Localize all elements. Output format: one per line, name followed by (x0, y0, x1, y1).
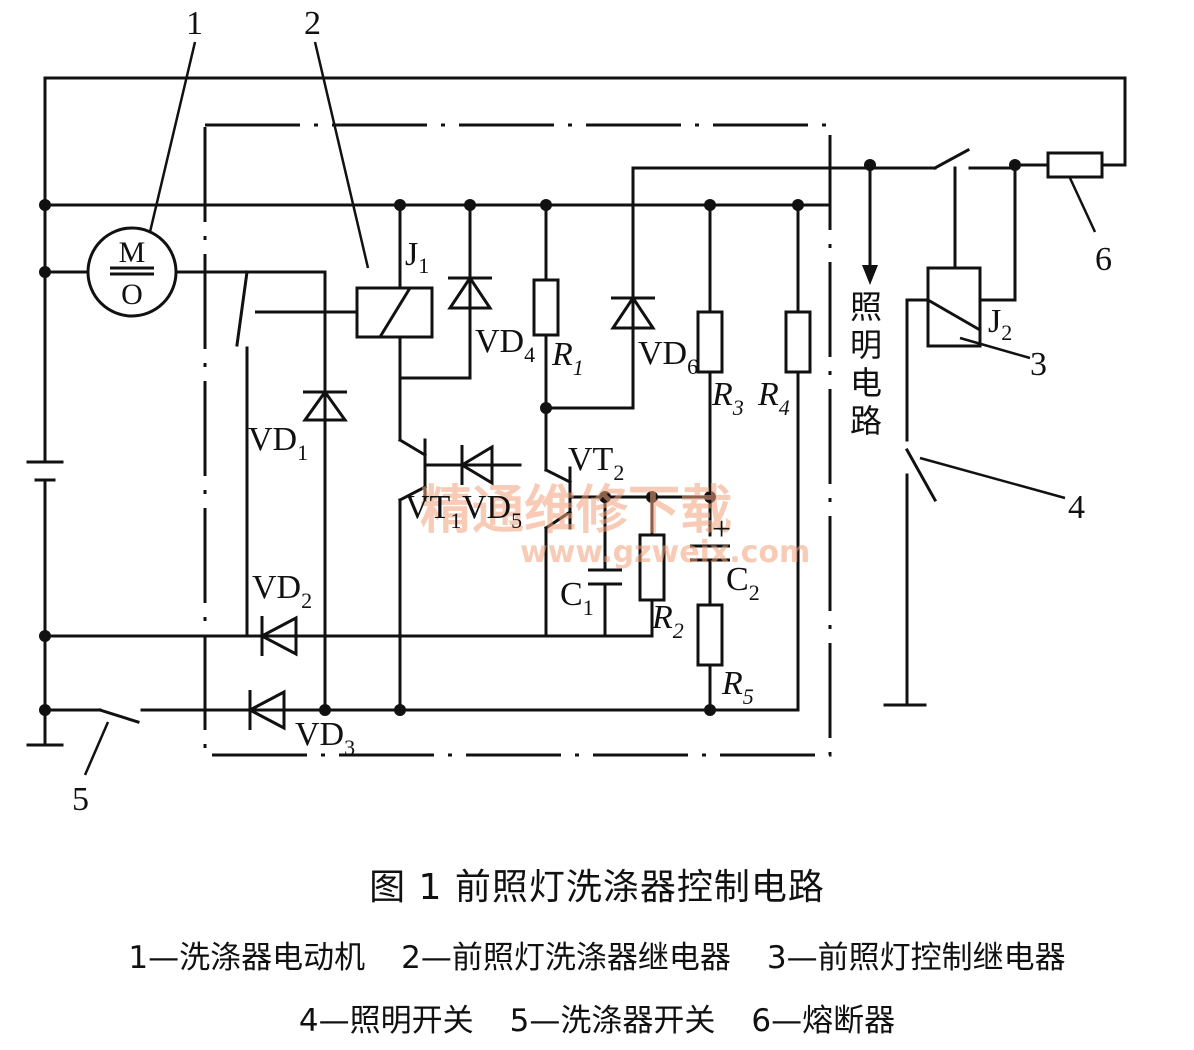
diode-vd4 (447, 275, 493, 310)
label-vd6: VD6 (638, 335, 698, 379)
legend-item-5: 5—洗涤器开关 (509, 1003, 716, 1039)
diode-vd1 (302, 389, 348, 422)
capacitors (588, 544, 730, 586)
diode-vd6 (610, 295, 656, 330)
callout-3: 3 (1030, 346, 1047, 383)
watermark-line1: 精通维修下载 (420, 481, 732, 541)
relay-box-outline (203, 123, 832, 757)
callout-2: 2 (304, 5, 321, 42)
label-lighting-char-4: 路 (850, 402, 882, 440)
legend-item-2: 2—前照灯洗涤器继电器 (401, 940, 731, 976)
junction-dots (39, 159, 1021, 716)
legend-item-4: 4—照明开关 (298, 1003, 474, 1039)
label-j1: J1 (405, 236, 429, 278)
callout-leaders (83, 41, 1097, 776)
label-lighting-char-2: 明 (850, 326, 882, 364)
callout-6: 6 (1095, 241, 1112, 278)
relay-coil-j2 (926, 266, 982, 348)
label-lighting-char-1: 照 (850, 288, 882, 326)
watermark: 精通维修下载 www.gzweix.com (420, 481, 810, 570)
label-lighting-char-3: 电 (850, 364, 882, 402)
label-vd3: VD3 (295, 716, 355, 760)
diode-vd2 (258, 615, 298, 657)
resistor-r2 (638, 533, 666, 602)
resistor-r5 (696, 603, 724, 667)
callout-5: 5 (72, 781, 89, 818)
motor-symbol: M O (86, 226, 178, 318)
diode-vd5 (459, 444, 494, 486)
resistor-r1 (532, 278, 560, 337)
legend-item-1: 1—洗涤器电动机 (128, 940, 366, 976)
fuse-symbol (1046, 151, 1104, 179)
legend-item-6: 6—熔断器 (751, 1003, 896, 1039)
wires (26, 76, 1127, 747)
label-vd4: VD4 (475, 323, 535, 367)
callout-numbers: 1 2 3 4 5 6 (72, 5, 1112, 818)
label-r2: R2 (651, 599, 684, 643)
label-vd2: VD2 (252, 569, 312, 613)
label-r3: R3 (711, 376, 744, 420)
diode-vd3 (246, 689, 286, 731)
motor-label-bottom: O (121, 278, 143, 311)
arrow-down-icon (862, 265, 878, 285)
watermark-line2: www.gzweix.com (520, 535, 810, 570)
resistors (532, 278, 812, 667)
component-labels: J1 J2 VD1 VD2 VD3 VD4 VD5 VD6 VT1 VT2 R1… (248, 236, 1012, 760)
legend-line-1: 1—洗涤器电动机 2—前照灯洗涤器继电器 3—前照灯控制继电器 (0, 932, 1194, 977)
figure-title: 图 1 前照灯洗涤器控制电路 (369, 867, 825, 908)
legend-line-2: 4—照明开关 5—洗涤器开关 6—熔断器 (0, 995, 1194, 1040)
label-vd1: VD1 (248, 421, 308, 465)
motor-label-top: M (119, 236, 146, 269)
label-vd5: VD5 (462, 489, 522, 533)
resistor-r4 (784, 310, 812, 374)
relay-coil-j1 (355, 286, 434, 339)
label-c2: C2 (726, 561, 760, 605)
diodes (246, 275, 656, 731)
label-c1: C1 (560, 576, 594, 620)
label-r1: R1 (551, 336, 584, 380)
callout-1: 1 (186, 5, 203, 42)
label-vt1: VT1 (405, 489, 461, 533)
label-r4: R4 (757, 376, 790, 420)
label-j2: J2 (988, 303, 1012, 345)
label-vt2: VT2 (568, 441, 624, 485)
legend-item-3: 3—前照灯控制继电器 (766, 940, 1066, 976)
callout-4: 4 (1068, 489, 1085, 526)
label-r5: R5 (721, 665, 754, 709)
resistor-r3 (696, 310, 724, 374)
label-c2-plus: + (712, 511, 731, 548)
